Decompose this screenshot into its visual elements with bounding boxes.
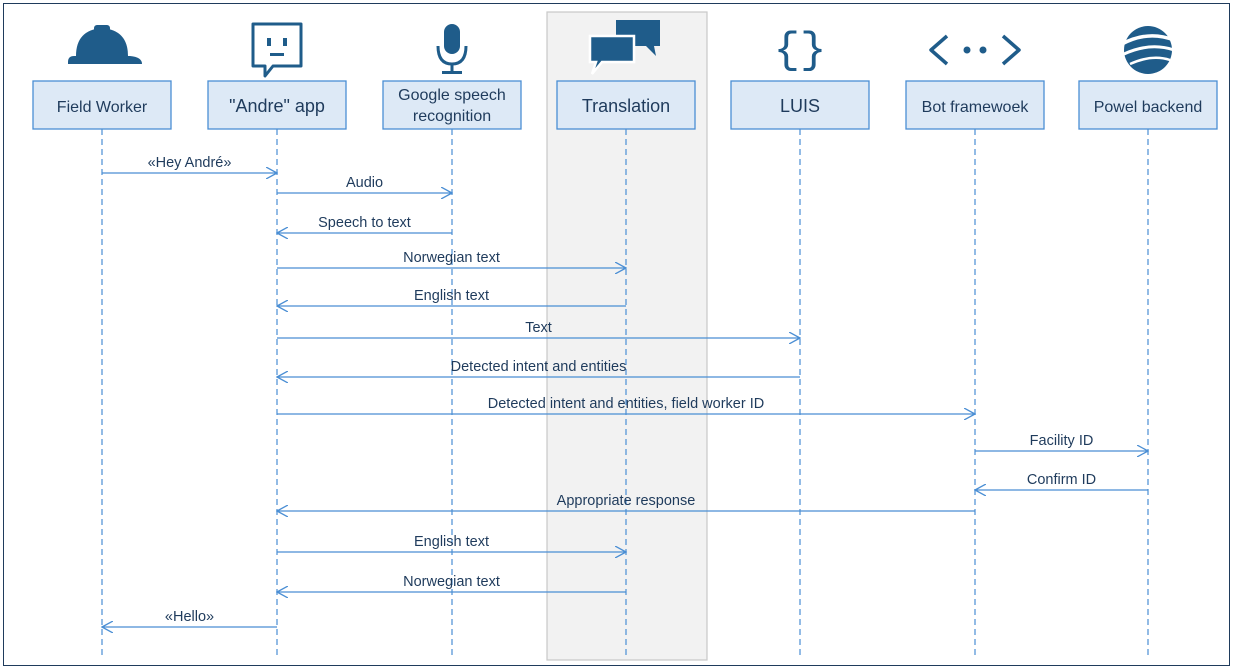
message: Detected intent and entities, field work…	[277, 396, 975, 414]
message: Speech to text	[277, 215, 452, 233]
message-label: Detected intent and entities, field work…	[488, 396, 764, 412]
message-label: Text	[525, 320, 552, 336]
message: Facility ID	[975, 433, 1148, 451]
participant-powel-backend: Powel backend	[1078, 80, 1218, 130]
participant-label-line: Powel backend	[1094, 99, 1203, 116]
message-label: «Hello»	[165, 609, 214, 625]
participant-box	[905, 80, 1045, 130]
message: Confirm ID	[975, 472, 1148, 490]
participant-box	[1078, 80, 1218, 130]
message: «Hello»	[102, 609, 277, 627]
participant-label: Translation	[582, 96, 670, 116]
participant-label-line: Field Worker	[57, 99, 148, 116]
message-label: «Hey André»	[148, 155, 232, 171]
participant-google-speech: Google speech recognition	[382, 80, 522, 130]
diagram-frame	[3, 3, 1230, 666]
curly-braces-icon: {}	[774, 26, 827, 76]
message-label: Norwegian text	[403, 250, 500, 266]
participant-label: Field Worker	[57, 99, 148, 116]
message-label: English text	[414, 288, 489, 304]
participant-label: LUIS	[780, 96, 820, 116]
globe-logo-icon	[1121, 26, 1175, 74]
speech-bubbles-icon	[588, 20, 660, 75]
message: English text	[277, 288, 626, 306]
message: Norwegian text	[277, 250, 626, 268]
participant-field-worker: Field Worker	[32, 80, 172, 130]
participant-box	[382, 80, 522, 130]
participant-label-line: Google speech	[398, 87, 506, 104]
participant-label: "Andre" app	[229, 96, 325, 116]
participant-label: Google speech recognition	[398, 87, 506, 125]
message-label: Detected intent and entities	[451, 359, 627, 375]
message-label: Appropriate response	[557, 493, 696, 509]
participant-box	[556, 80, 696, 130]
participant-bot-framework: Bot framewoek	[905, 80, 1045, 130]
message-label: English text	[414, 534, 489, 550]
message: «Hey André»	[102, 155, 277, 173]
message: English text	[277, 534, 626, 552]
message-label: Facility ID	[1030, 433, 1094, 449]
message-label: Audio	[346, 175, 383, 191]
participant-label-line: "Andre" app	[229, 96, 325, 116]
participant-label-line: Bot framewoek	[922, 99, 1030, 116]
participant-label: Bot framewoek	[922, 99, 1030, 116]
code-brackets-icon	[929, 34, 1021, 66]
participant-label: Powel backend	[1094, 99, 1203, 116]
message: Detected intent and entities	[277, 359, 800, 377]
hard-hat-icon	[68, 25, 142, 64]
participant-label-line: LUIS	[780, 96, 820, 116]
message-label: Norwegian text	[403, 574, 500, 590]
svg-text:{}: {}	[774, 26, 827, 76]
participant-luis: LUIS	[730, 80, 870, 130]
message-label: Speech to text	[318, 215, 411, 231]
participant-translation: Translation	[556, 80, 696, 130]
participant-box	[32, 80, 172, 130]
participant-andre-app: "Andre" app	[207, 80, 347, 130]
participant-box	[730, 80, 870, 130]
chat-bot-icon	[251, 22, 303, 78]
participant-label-line: Translation	[582, 96, 670, 116]
microphone-icon	[436, 24, 468, 74]
message-label: Confirm ID	[1027, 472, 1096, 488]
message: Text	[277, 320, 800, 338]
message: Appropriate response	[277, 493, 975, 511]
message: Audio	[277, 175, 452, 193]
message: Norwegian text	[277, 574, 626, 592]
participant-box	[207, 80, 347, 130]
participant-label-line: recognition	[413, 108, 491, 125]
